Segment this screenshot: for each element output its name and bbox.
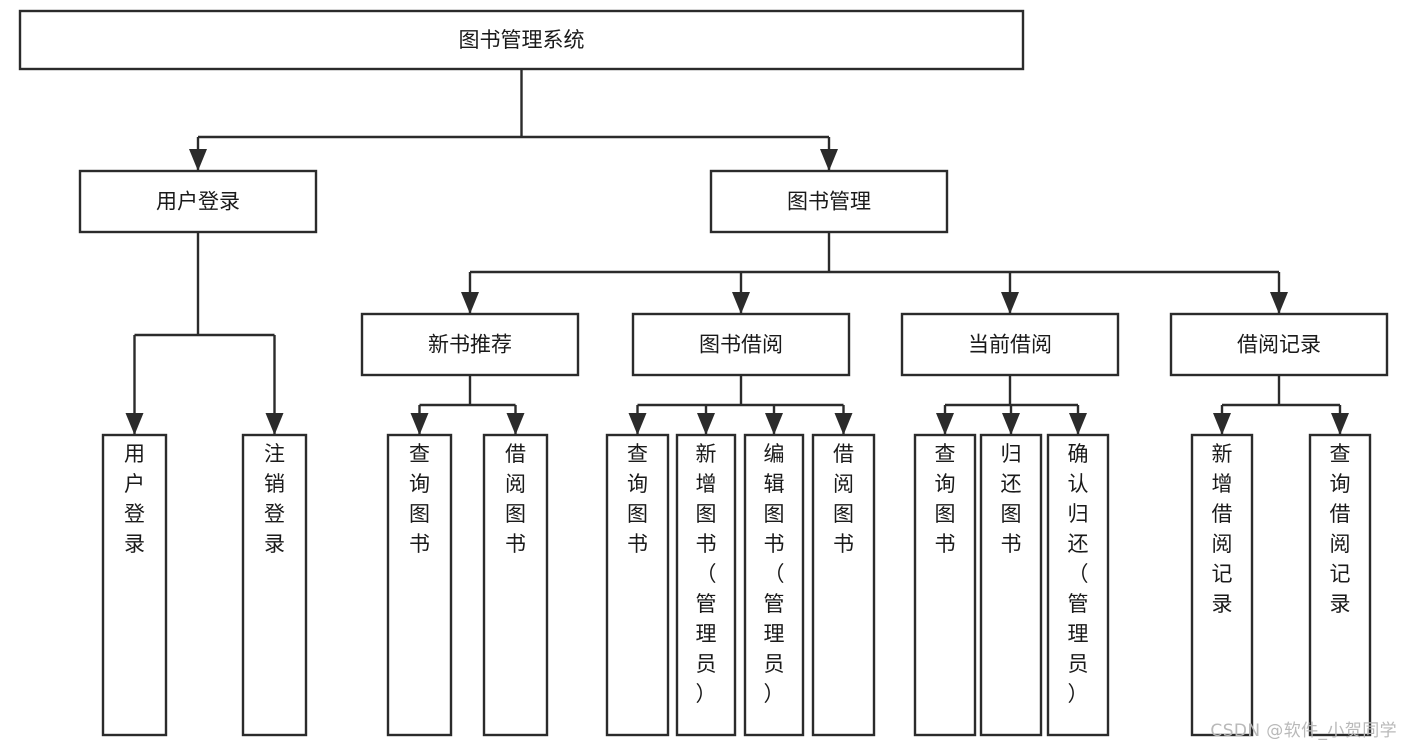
node-leaf-query-book-3[interactable]: 查询图书 bbox=[913, 433, 977, 737]
node-label: 归还图书 bbox=[1001, 442, 1022, 556]
node-box[interactable] bbox=[1308, 433, 1372, 737]
arrow-head-icon bbox=[834, 413, 853, 435]
node-leaf-confirm-return[interactable]: 确认归还（管理员） bbox=[1046, 433, 1110, 737]
node-label: 用户登录 bbox=[156, 190, 240, 214]
node-label: 查询借阅记录 bbox=[1330, 442, 1351, 616]
nodes-layer: 图书管理系统用户登录图书管理新书推荐图书借阅当前借阅借阅记录用户登录注销登录查询… bbox=[18, 9, 1389, 737]
node-book-borrow[interactable]: 图书借阅 bbox=[631, 312, 851, 377]
node-leaf-borrow-book-1[interactable]: 借阅图书 bbox=[482, 433, 549, 737]
node-leaf-borrow-book-2[interactable]: 借阅图书 bbox=[811, 433, 876, 737]
node-label: 编辑图书（管理员） bbox=[764, 442, 785, 706]
node-label: 查询图书 bbox=[627, 442, 648, 556]
node-label: 确认归还（管理员） bbox=[1068, 442, 1089, 706]
arrow-head-icon bbox=[265, 413, 284, 435]
node-leaf-edit-book[interactable]: 编辑图书（管理员） bbox=[743, 433, 805, 737]
arrow-head-icon bbox=[1331, 413, 1349, 435]
node-label: 借阅图书 bbox=[833, 442, 854, 556]
node-box[interactable] bbox=[482, 433, 549, 737]
arrow-head-icon bbox=[461, 292, 479, 314]
node-box[interactable] bbox=[675, 433, 737, 737]
node-new-book-rec[interactable]: 新书推荐 bbox=[360, 312, 580, 377]
node-label: 图书管理系统 bbox=[459, 28, 585, 52]
node-box[interactable] bbox=[1046, 433, 1110, 737]
node-box[interactable] bbox=[743, 433, 805, 737]
arrow-head-icon bbox=[1069, 413, 1087, 435]
node-user-login[interactable]: 用户登录 bbox=[78, 169, 318, 234]
node-current-borrow[interactable]: 当前借阅 bbox=[900, 312, 1120, 377]
node-leaf-return-book[interactable]: 归还图书 bbox=[979, 433, 1043, 737]
node-box[interactable] bbox=[900, 312, 1120, 377]
arrow-head-icon bbox=[189, 149, 207, 171]
arrow-head-icon bbox=[410, 413, 429, 435]
arrow-head-icon bbox=[628, 413, 647, 435]
node-leaf-query-book-2[interactable]: 查询图书 bbox=[605, 433, 670, 737]
arrow-head-icon bbox=[820, 149, 838, 171]
node-label: 用户登录 bbox=[124, 442, 145, 556]
node-leaf-add-record[interactable]: 新增借阅记录 bbox=[1190, 433, 1254, 737]
arrow-head-icon bbox=[1001, 292, 1019, 314]
node-box[interactable] bbox=[1169, 312, 1389, 377]
node-box[interactable] bbox=[979, 433, 1043, 737]
node-box[interactable] bbox=[709, 169, 949, 234]
arrow-head-icon bbox=[697, 413, 715, 435]
node-box[interactable] bbox=[18, 9, 1025, 71]
arrow-head-icon bbox=[732, 292, 750, 314]
node-leaf-user-login[interactable]: 用户登录 bbox=[101, 433, 168, 737]
node-box[interactable] bbox=[78, 169, 318, 234]
node-box[interactable] bbox=[386, 433, 453, 737]
node-box[interactable] bbox=[241, 433, 308, 737]
arrow-head-icon bbox=[1270, 292, 1288, 314]
node-label: 借阅记录 bbox=[1237, 333, 1321, 357]
node-leaf-query-book-1[interactable]: 查询图书 bbox=[386, 433, 453, 737]
arrow-head-icon bbox=[765, 413, 783, 435]
arrow-head-icon bbox=[1002, 413, 1020, 435]
connectors-layer bbox=[125, 69, 1349, 435]
node-borrow-record[interactable]: 借阅记录 bbox=[1169, 312, 1389, 377]
node-label: 查询图书 bbox=[935, 442, 956, 556]
node-box[interactable] bbox=[811, 433, 876, 737]
node-label: 新增借阅记录 bbox=[1212, 442, 1233, 616]
node-root-图书管理系统[interactable]: 图书管理系统 bbox=[18, 9, 1025, 71]
arrow-head-icon bbox=[1213, 413, 1231, 435]
arrow-head-icon bbox=[506, 413, 525, 435]
node-leaf-add-book[interactable]: 新增图书（管理员） bbox=[675, 433, 737, 737]
node-box[interactable] bbox=[913, 433, 977, 737]
csdn-watermark: CSDN @软件_小贺同学 bbox=[1210, 721, 1397, 741]
arrow-head-icon bbox=[936, 413, 954, 435]
node-book-manage[interactable]: 图书管理 bbox=[709, 169, 949, 234]
node-label: 借阅图书 bbox=[505, 442, 526, 556]
node-label: 新书推荐 bbox=[428, 333, 512, 357]
node-box[interactable] bbox=[1190, 433, 1254, 737]
node-label: 查询图书 bbox=[409, 442, 430, 556]
node-box[interactable] bbox=[101, 433, 168, 737]
node-leaf-user-logout[interactable]: 注销登录 bbox=[241, 433, 308, 737]
node-label: 图书管理 bbox=[787, 190, 871, 214]
arrow-head-icon bbox=[125, 413, 144, 435]
node-label: 当前借阅 bbox=[968, 333, 1052, 357]
node-box[interactable] bbox=[631, 312, 851, 377]
node-box[interactable] bbox=[605, 433, 670, 737]
node-label: 注销登录 bbox=[264, 442, 285, 556]
node-label: 图书借阅 bbox=[699, 333, 783, 357]
node-box[interactable] bbox=[360, 312, 580, 377]
node-label: 新增图书（管理员） bbox=[696, 442, 717, 706]
node-leaf-query-record[interactable]: 查询借阅记录 bbox=[1308, 433, 1372, 737]
